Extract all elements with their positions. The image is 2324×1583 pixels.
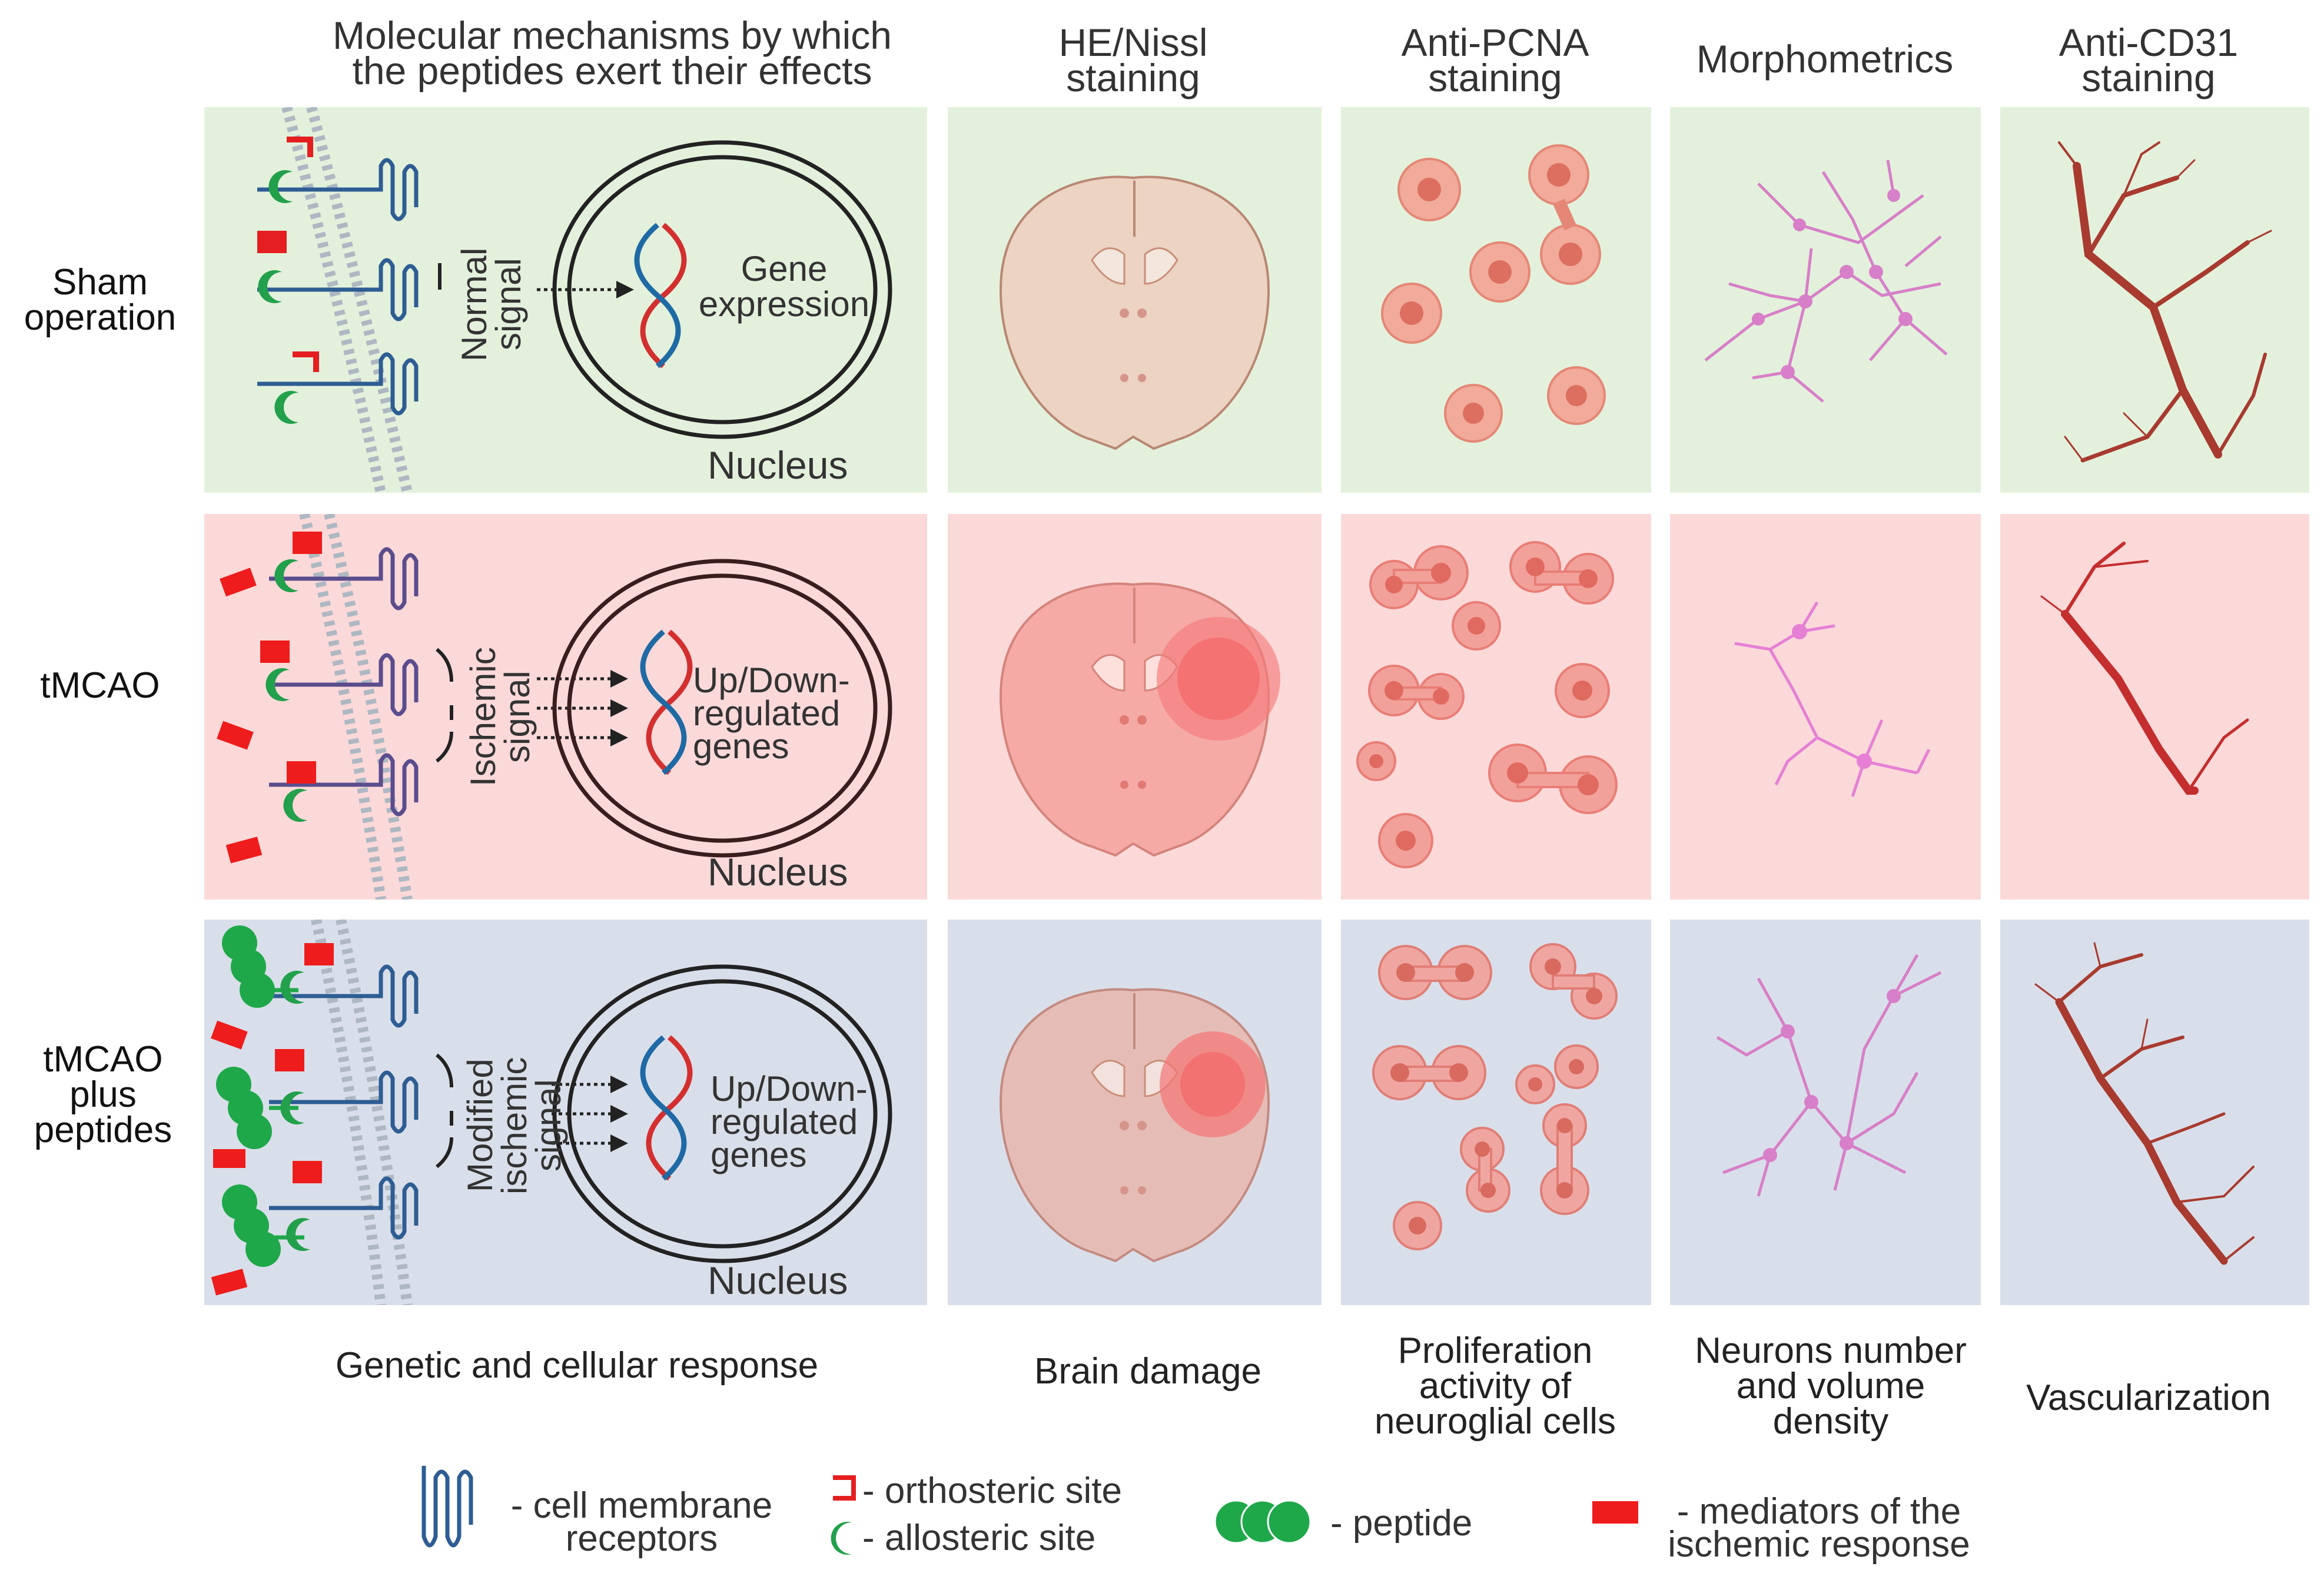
sham-morphometrics-panel bbox=[1670, 107, 1981, 493]
header-cd31: Anti-CD31 staining bbox=[2059, 21, 2239, 99]
legend-mediators-text: - mediators of the ischemic response bbox=[1668, 1491, 1970, 1565]
header-pcna: Anti-PCNA staining bbox=[1401, 21, 1589, 99]
tmcao-dna-text: Up/Down- regulated genes bbox=[693, 661, 850, 766]
peptides-mechanism-panel: Modified ischemic signal Up/Down- regula… bbox=[204, 920, 927, 1305]
sham-mechanism-illustration bbox=[257, 107, 892, 493]
row-label-tmcao-peptides: tMCAO plus peptides bbox=[34, 1039, 172, 1150]
legend-allosteric-icon bbox=[831, 1522, 852, 1555]
tmcao-pcna-panel bbox=[1341, 514, 1651, 900]
tmcao-nucleus-label: Nucleus bbox=[708, 850, 848, 894]
legend-peptide-text: - peptide bbox=[1330, 1503, 1473, 1544]
sham-neuron-network bbox=[1704, 160, 1948, 403]
sham-cd31-panel bbox=[2000, 107, 2309, 493]
peptides-dna-text: Up/Down- regulated genes bbox=[711, 1069, 868, 1174]
peptides-mechanism-illustration bbox=[211, 920, 892, 1305]
peptides-neuron-network bbox=[1716, 954, 1942, 1197]
legend-receptors-text: - cell membrane receptors bbox=[510, 1485, 773, 1559]
header-morphometrics: Morphometrics bbox=[1696, 37, 1954, 81]
tmcao-mechanism-panel: Ischemic signal Up/Down- regulated genes… bbox=[204, 514, 927, 900]
peptides-morphometrics-panel bbox=[1670, 920, 1981, 1305]
sham-brain-panel bbox=[948, 107, 1322, 493]
peptides-pcna-panel bbox=[1341, 920, 1651, 1305]
sham-pcna-panel bbox=[1341, 107, 1651, 493]
footer-mechanisms: Genetic and cellular response bbox=[335, 1345, 819, 1386]
tmcao-cd31-panel bbox=[2000, 514, 2309, 900]
peptides-vessel-tree bbox=[2034, 942, 2255, 1265]
header-he-nissl: HE/Nissl staining bbox=[1058, 21, 1208, 99]
tmcao-morphometrics-panel bbox=[1670, 514, 1981, 900]
row-label-sham: Sham operation bbox=[24, 262, 177, 338]
tmcao-neuron-network bbox=[1734, 601, 1931, 797]
sham-dna-text: Gene expression bbox=[698, 249, 870, 324]
row-label-tmcao: tMCAO bbox=[40, 665, 160, 706]
peptides-nucleus-label: Nucleus bbox=[708, 1259, 848, 1302]
legend-orthosteric-icon bbox=[833, 1475, 856, 1501]
tmcao-pcna-cells bbox=[1356, 541, 1618, 868]
legend-allosteric-text: - allosteric site bbox=[862, 1518, 1096, 1558]
legend-mediator-icon bbox=[1592, 1501, 1638, 1524]
sham-pcna-cells bbox=[1381, 144, 1606, 443]
footer-he-nissl: Brain damage bbox=[1034, 1351, 1262, 1392]
peptides-pcna-cells bbox=[1372, 943, 1618, 1250]
header-mechanisms: Molecular mechanisms by which the peptid… bbox=[332, 14, 892, 92]
tmcao-vessel-tree bbox=[2040, 542, 2249, 795]
footer-morphometrics: Neurons number and volume density bbox=[1695, 1330, 1967, 1442]
tmcao-mechanism-illustration bbox=[217, 514, 892, 900]
peptides-brain-section bbox=[999, 988, 1270, 1263]
tmcao-brain-panel bbox=[948, 514, 1322, 900]
sham-signal-label: Normal signal bbox=[454, 247, 528, 361]
peptides-cd31-panel bbox=[2000, 920, 2309, 1305]
legend-orthosteric-text: - orthosteric site bbox=[862, 1471, 1123, 1511]
sham-nucleus-label: Nucleus bbox=[708, 443, 848, 487]
sham-mechanism-panel: Normal signal Gene expression Nucleus bbox=[204, 107, 927, 493]
tmcao-signal-label: Ischemic signal bbox=[463, 647, 537, 787]
tmcao-brain-section bbox=[999, 582, 1280, 857]
sham-brain-section bbox=[999, 175, 1270, 450]
peptides-brain-panel bbox=[948, 920, 1322, 1305]
legend-peptide-icon bbox=[1214, 1499, 1312, 1544]
legend-receptor-icon bbox=[421, 1466, 473, 1548]
peptides-signal-label: Modified ischemic signal bbox=[460, 1057, 568, 1194]
footer-cd31: Vascularization bbox=[2026, 1378, 2271, 1418]
footer-pcna: Proliferation activity of neuroglial cel… bbox=[1374, 1330, 1616, 1442]
sham-vessel-tree bbox=[2058, 141, 2272, 463]
